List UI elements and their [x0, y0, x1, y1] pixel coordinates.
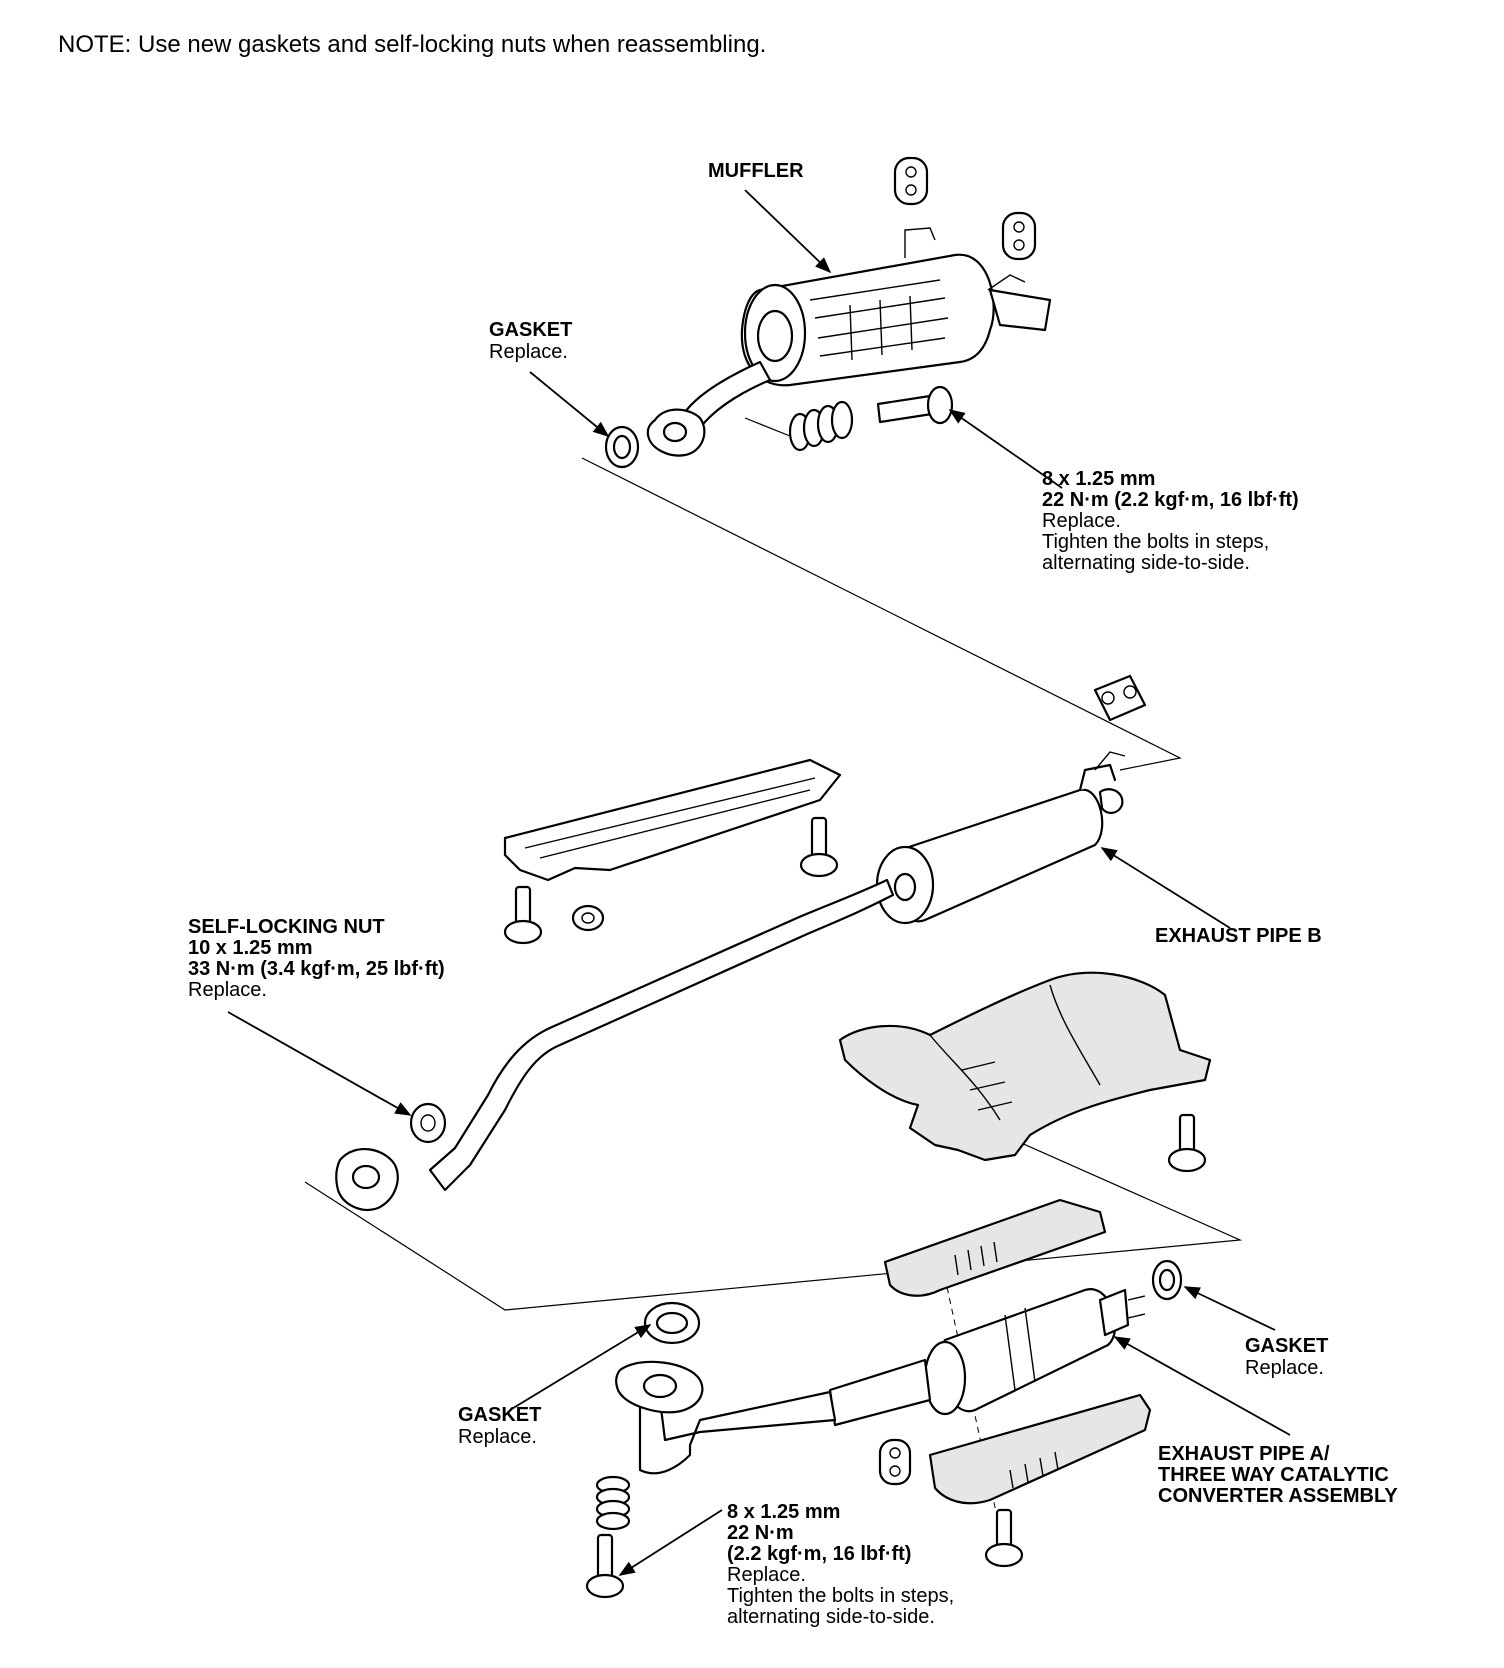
gasket-top-label: GASKET Replace. — [489, 319, 577, 363]
bolt-middle-left — [503, 885, 543, 945]
bolt-bottom-center — [984, 1508, 1024, 1568]
muffler-hanger-rubber-2 — [1001, 211, 1037, 261]
hanger-bracket-b — [1093, 674, 1147, 722]
exhaust-pipe-b-flange — [335, 1147, 399, 1211]
muffler-label: MUFFLER — [708, 160, 804, 182]
exhaust-pipe-a-label: EXHAUST PIPE A/ THREE WAY CATALYTIC CONV… — [1158, 1443, 1398, 1507]
gasket-right-title: GASKET — [1245, 1335, 1328, 1357]
bolt-top — [876, 385, 954, 425]
bolt-bottom-left — [585, 1533, 625, 1599]
converter-heat-shield — [838, 971, 1212, 1162]
spring-bottom — [595, 1475, 631, 1531]
gasket-left — [643, 1301, 701, 1345]
gasket-top-sub: Replace. — [489, 341, 568, 363]
lower-converter-shield — [928, 1393, 1152, 1505]
muffler — [678, 227, 1052, 430]
note-text: NOTE: Use new gaskets and self-locking n… — [58, 31, 766, 58]
gasket-right-label: GASKET Replace. — [1245, 1335, 1333, 1379]
muffler-flange — [646, 408, 706, 457]
gasket-top-title: GASKET — [489, 319, 572, 341]
exhaust-pipe-a-flange — [615, 1360, 704, 1414]
gasket-left-sub: Replace. — [458, 1426, 537, 1448]
bolt-middle-right — [799, 816, 839, 878]
exhaust-pipe-b — [428, 751, 1126, 1192]
muffler-hanger-rubber-1 — [893, 156, 929, 206]
bolt-bottom-spec: 8 x 1.25 mm 22 N·m (2.2 kgf·m, 16 lbf·ft… — [727, 1501, 959, 1628]
gasket-left-label: GASKET Replace. — [458, 1404, 546, 1448]
gasket-top — [604, 425, 640, 469]
exhaust-pipe-a-catalytic-converter — [638, 1288, 1146, 1475]
spring-top — [788, 400, 854, 452]
leader-lines — [227, 189, 1291, 1576]
gasket-right-sub: Replace. — [1245, 1357, 1324, 1379]
bolt-shield-right — [1167, 1113, 1207, 1173]
self-locking-nut-spec: SELF-LOCKING NUT 10 x 1.25 mm 33 N·m (3.… — [188, 916, 449, 1001]
exhaust-pipe-b-label: EXHAUST PIPE B — [1155, 925, 1322, 947]
nut-middle — [571, 904, 605, 932]
upper-converter-shield — [883, 1198, 1107, 1297]
self-locking-nut — [409, 1102, 447, 1144]
bolt-top-spec: 8 x 1.25 mm 22 N·m (2.2 kgf·m, 16 lbf·ft… — [1042, 468, 1303, 574]
hanger-rubber-bottom — [878, 1438, 912, 1486]
gasket-left-title: GASKET — [458, 1404, 541, 1426]
gasket-right — [1151, 1259, 1183, 1301]
heat-shield-b — [503, 758, 842, 882]
